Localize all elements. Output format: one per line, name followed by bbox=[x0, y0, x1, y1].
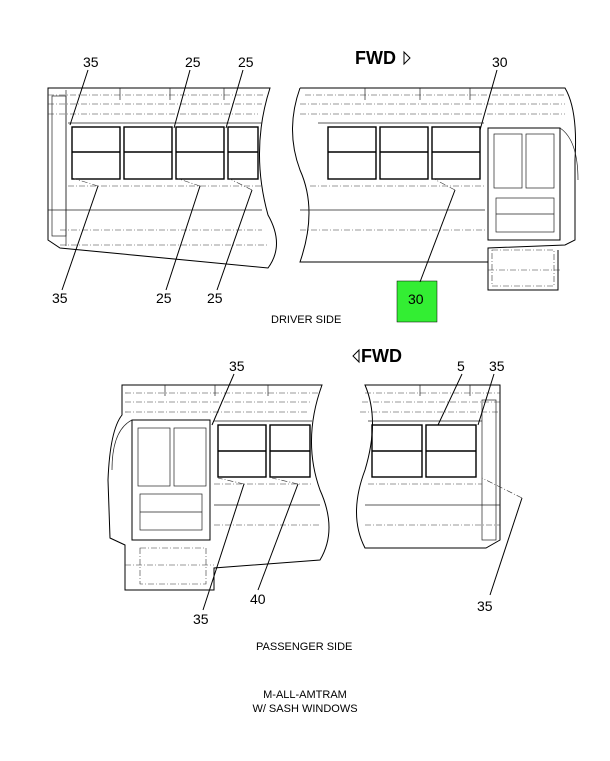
fwd-left-arrow-icon bbox=[352, 348, 360, 364]
passenger-right-body bbox=[356, 384, 501, 549]
driver-fwd-label: FWD bbox=[355, 48, 396, 68]
callout-35-bottom: 35 bbox=[52, 290, 68, 306]
callout-35-passenger-top-right: 35 bbox=[489, 358, 505, 374]
driver-side-view: FWD 35 25 25 30 35 25 25 30 DRIVER SIDE bbox=[47, 48, 579, 326]
callout-35-passenger-bottom-left: 35 bbox=[193, 611, 209, 627]
passenger-side-view: FWD 35 5 35 35 40 35 PASSENGER SIDE bbox=[107, 346, 523, 653]
callout-35-passenger-top: 35 bbox=[229, 358, 245, 374]
callout-35-top: 35 bbox=[83, 54, 99, 70]
callout-35-passenger-bottom-right: 35 bbox=[477, 598, 493, 614]
callout-30-highlight: 30 bbox=[408, 291, 424, 307]
callout-25-top-b: 25 bbox=[238, 54, 254, 70]
callout-25-top-a: 25 bbox=[185, 54, 201, 70]
callout-5: 5 bbox=[457, 358, 465, 374]
footer-line-1: M-ALL-AMTRAM bbox=[263, 689, 347, 701]
passenger-left-body bbox=[107, 384, 330, 591]
footer-line-2: W/ SASH WINDOWS bbox=[252, 703, 357, 715]
callout-40: 40 bbox=[250, 591, 266, 607]
passenger-side-caption: PASSENGER SIDE bbox=[256, 641, 352, 653]
driver-left-body bbox=[47, 87, 277, 269]
passenger-fwd-label: FWD bbox=[361, 346, 402, 366]
callout-25-bottom-a: 25 bbox=[156, 290, 172, 306]
callout-30-top: 30 bbox=[492, 54, 508, 70]
highlight-callout-box bbox=[396, 280, 438, 323]
driver-right-body bbox=[292, 87, 579, 291]
driver-side-caption: DRIVER SIDE bbox=[271, 314, 341, 326]
fwd-right-arrow-icon bbox=[403, 50, 411, 66]
callout-25-bottom-b: 25 bbox=[207, 290, 223, 306]
